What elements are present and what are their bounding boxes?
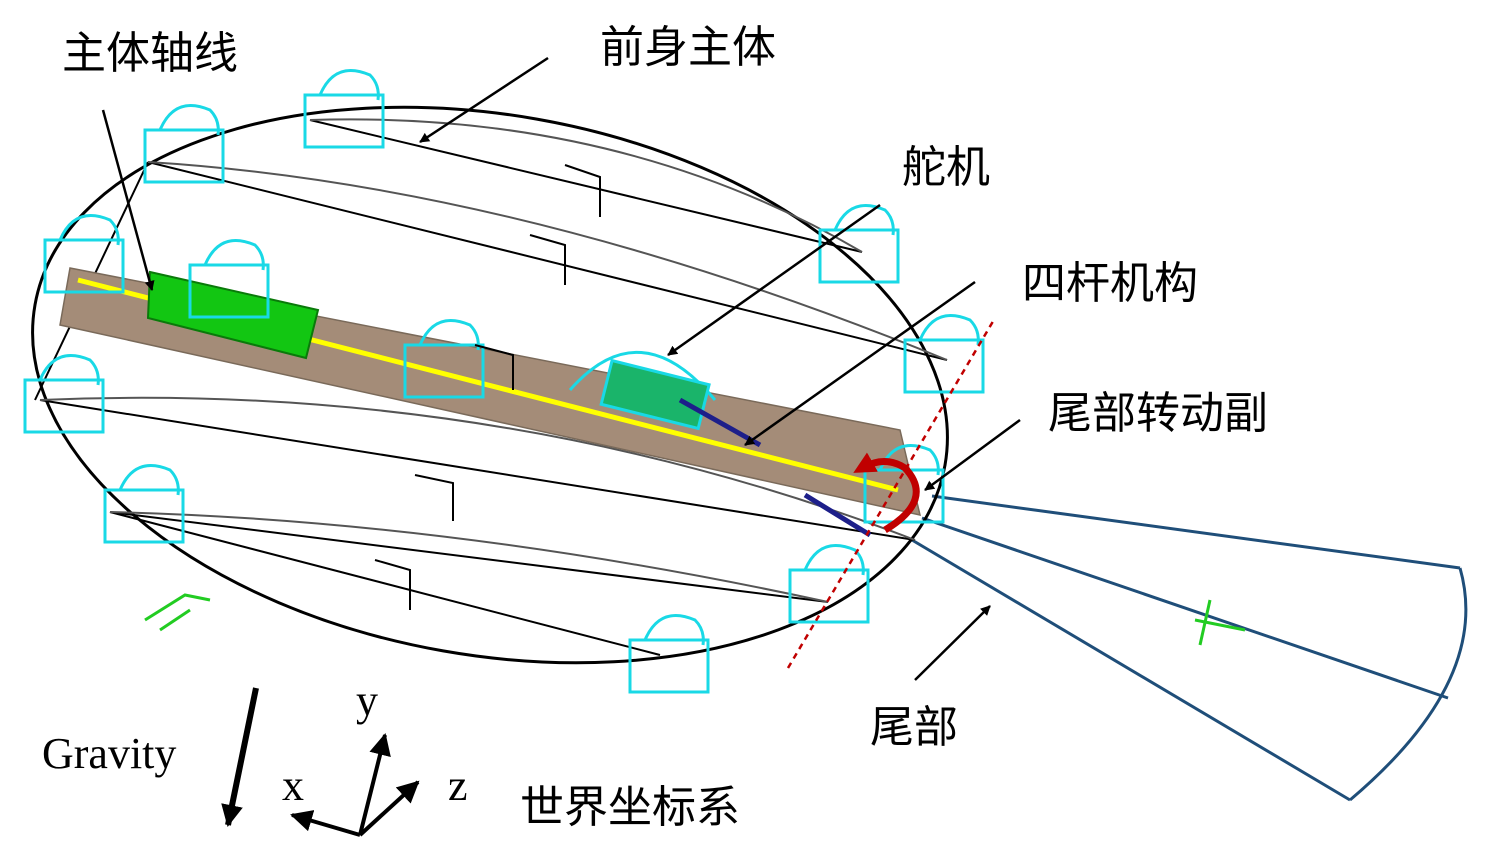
front-body-ellipse <box>31 105 949 665</box>
world-y-label: y <box>356 676 378 725</box>
arrow-tail <box>914 605 991 681</box>
constraint-locks <box>23 69 985 694</box>
world-x-axis <box>290 810 361 837</box>
frame-icon <box>529 234 566 285</box>
gravity-arrow <box>221 687 259 827</box>
tail-hinge-axis <box>786 317 997 669</box>
frame-icon <box>474 344 514 390</box>
lock-icon <box>628 614 710 694</box>
lock-icon <box>143 104 225 184</box>
lock-icon <box>403 319 485 399</box>
local-frames <box>374 164 601 610</box>
lock-icon <box>103 464 185 544</box>
world-z-axis <box>358 780 420 837</box>
label-world-frame: 世界坐标系 <box>520 782 740 833</box>
world-x-label: x <box>282 761 304 810</box>
lock-icon <box>23 354 105 434</box>
lock-icon <box>903 314 985 394</box>
world-z-label: z <box>448 761 468 810</box>
lock-icon <box>818 204 900 284</box>
label-servo: 舵机 <box>902 142 990 193</box>
arrow-front-body <box>419 56 549 144</box>
hinge-rotation-arrow <box>853 452 920 534</box>
callout-arrows <box>101 56 1021 681</box>
tail-frame-icon <box>1194 599 1246 646</box>
label-gravity: Gravity <box>42 729 176 778</box>
lock-icon <box>303 69 385 149</box>
frame-icon <box>414 474 454 521</box>
label-front-body: 前身主体 <box>600 22 776 73</box>
label-four-bar: 四杆机构 <box>1022 258 1198 309</box>
label-tail-joint: 尾部转动副 <box>1048 388 1268 439</box>
lock-icon <box>188 239 270 319</box>
world-y-axis <box>358 733 391 836</box>
frame-icon <box>564 164 601 217</box>
arrow-main-axis <box>101 109 155 291</box>
lock-icon <box>788 544 870 624</box>
gravity-marker-icon <box>144 593 211 632</box>
label-main-axis: 主体轴线 <box>62 28 238 79</box>
tail-fin <box>911 494 1468 802</box>
frame-icon <box>374 559 411 610</box>
arrow-four-bar <box>744 280 976 447</box>
arrow-tail-joint <box>924 418 1021 492</box>
label-tail: 尾部 <box>870 702 958 753</box>
lock-icon <box>43 214 125 294</box>
world-axes <box>290 733 420 837</box>
arrow-servo <box>667 203 881 357</box>
